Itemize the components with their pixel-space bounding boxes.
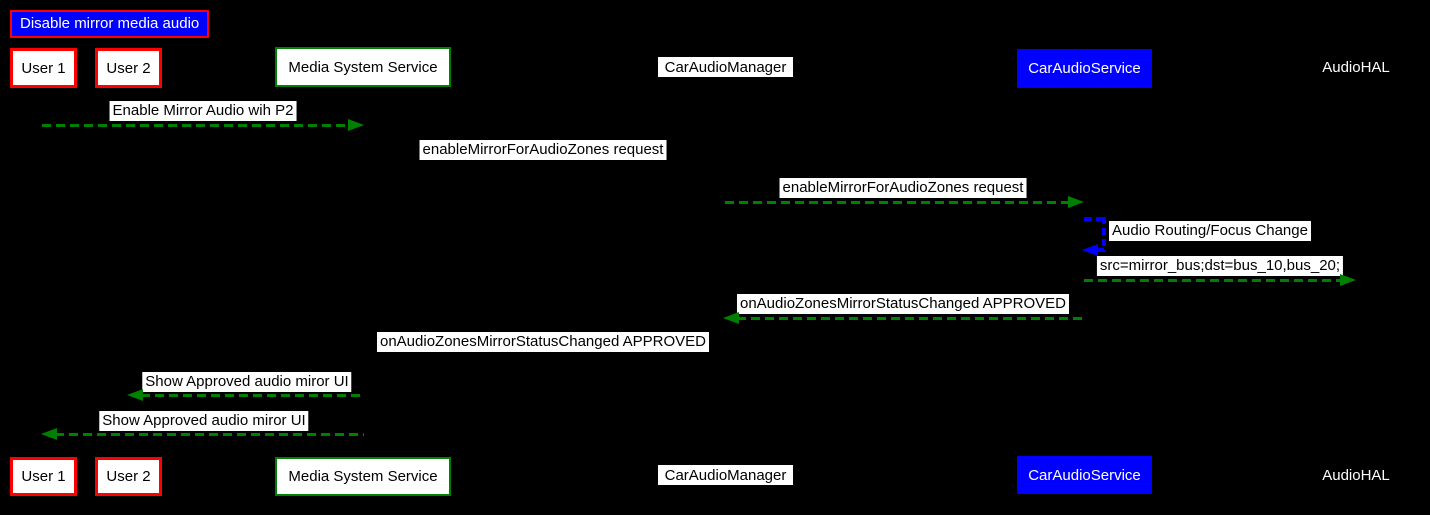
message-arrow-show-approved-ui-1 [141,394,364,397]
participant-car-audio-service-top: CarAudioService [1017,49,1152,88]
arrowhead-left-icon [41,428,57,440]
participant-car-audio-service-bottom: CarAudioService [1017,456,1152,494]
participant-media-system-service-top: Media System Service [275,47,451,87]
participant-audio-hal-top: AudioHAL [1322,59,1390,76]
participant-user1-top: User 1 [10,48,77,88]
message-label-enable-mirror-zones-2: enableMirrorForAudioZones request [779,178,1027,198]
diagram-title: Disable mirror media audio [10,10,210,38]
arrowhead-left-icon [723,312,739,324]
message-arrow-show-approved-ui-2 [55,433,364,436]
message-label-enable-mirror-audio: Enable Mirror Audio wih P2 [109,101,297,121]
self-message-arrow-top [1084,217,1107,221]
arrowhead-right-icon [1340,274,1356,286]
participant-user2-top: User 2 [95,48,162,88]
message-label-enable-mirror-zones-1: enableMirrorForAudioZones request [419,140,667,160]
message-label-audio-routing: Audio Routing/Focus Change [1109,221,1311,241]
message-label-mirror-status-approved-2: onAudioZonesMirrorStatusChanged APPROVED [376,332,710,352]
message-arrow-src-mirror-bus [1084,279,1342,282]
participant-car-audio-manager-bottom: CarAudioManager [658,465,793,485]
participant-user1-bottom: User 1 [10,457,77,496]
message-arrow-mirror-status-approved-1 [737,317,1084,320]
arrowhead-right-icon [1068,196,1084,208]
participant-media-system-service-bottom: Media System Service [275,457,451,496]
self-message-arrow-bottom [1096,248,1106,252]
message-arrow-enable-mirror-audio [42,124,352,127]
arrowhead-left-blue-icon [1082,244,1098,256]
self-message-arrow-side [1102,217,1106,252]
arrowhead-left-icon [127,389,143,401]
participant-user2-bottom: User 2 [95,457,162,496]
participant-car-audio-manager-top: CarAudioManager [658,57,793,77]
message-label-show-approved-ui-2: Show Approved audio miror UI [99,411,309,431]
message-label-src-mirror-bus: src=mirror_bus;dst=bus_10,bus_20; [1096,256,1344,276]
message-label-mirror-status-approved-1: onAudioZonesMirrorStatusChanged APPROVED [736,294,1070,314]
participant-audio-hal-bottom: AudioHAL [1322,467,1390,484]
message-arrow-enable-mirror-zones-2 [725,201,1070,204]
arrowhead-right-icon [348,119,364,131]
message-label-show-approved-ui-1: Show Approved audio miror UI [142,372,352,392]
